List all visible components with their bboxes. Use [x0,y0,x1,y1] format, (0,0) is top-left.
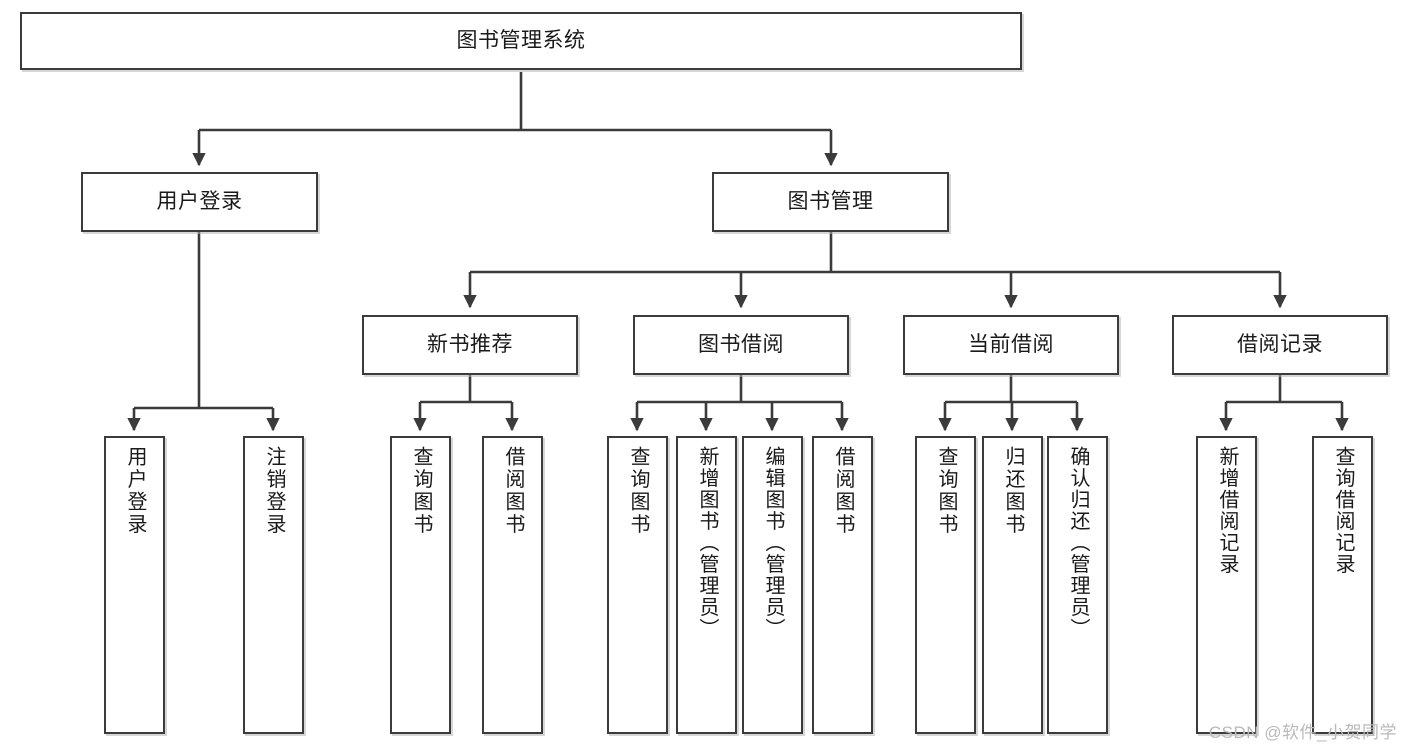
node-label: 查询图书 [935,446,957,536]
node-book-manage[interactable]: 图书管理 [712,172,949,232]
leaf-user-login[interactable]: 用户登录 [104,436,165,734]
leaf-query-book-3[interactable]: 查询图书 [915,436,976,734]
node-label: 图书借阅 [698,332,784,356]
node-label: 当前借阅 [968,332,1054,356]
leaf-query-record[interactable]: 查询借阅记录 [1312,436,1373,734]
node-label: 确认归还（管理员） [1067,446,1089,640]
leaf-user-logout[interactable]: 注销登录 [243,436,304,734]
node-label: 编辑图书（管理员） [762,446,784,640]
node-book-borrow[interactable]: 图书借阅 [633,315,849,375]
leaf-query-book-2[interactable]: 查询图书 [607,436,668,734]
leaf-borrow-book-2[interactable]: 借阅图书 [812,436,873,734]
node-label: 注销登录 [263,446,285,536]
leaf-return-book[interactable]: 归还图书 [982,436,1043,734]
leaf-borrow-book-1[interactable]: 借阅图书 [482,436,543,734]
leaf-confirm-return[interactable]: 确认归还（管理员） [1047,436,1108,734]
node-label: 查询图书 [410,446,432,536]
node-current-borrow[interactable]: 当前借阅 [903,315,1119,375]
leaf-add-book[interactable]: 新增图书（管理员） [676,436,737,734]
node-label: 借阅图书 [832,446,854,536]
node-label: 归还图书 [1002,446,1024,536]
node-label: 新增借阅记录 [1216,446,1238,575]
node-root-system[interactable]: 图书管理系统 [20,12,1022,70]
node-new-book-recommend[interactable]: 新书推荐 [362,315,578,375]
node-label: 图书管理 [787,189,874,213]
leaf-query-book-1[interactable]: 查询图书 [390,436,451,734]
node-user-login[interactable]: 用户登录 [81,172,318,232]
node-label: 借阅图书 [502,446,524,536]
leaf-add-record[interactable]: 新增借阅记录 [1196,436,1257,734]
node-label: 用户登录 [156,189,243,213]
leaf-edit-book[interactable]: 编辑图书（管理员） [742,436,803,734]
node-label: 查询图书 [627,446,649,536]
node-borrow-record[interactable]: 借阅记录 [1172,315,1388,375]
node-label: 借阅记录 [1237,332,1323,356]
node-label: 新书推荐 [427,332,513,356]
node-label: 查询借阅记录 [1332,446,1354,575]
node-label: 图书管理系统 [456,28,586,52]
csdn-watermark: CSDN @软件_小贺同学 [1208,723,1397,742]
node-label: 新增图书（管理员） [696,446,718,640]
node-label: 用户登录 [124,446,146,536]
